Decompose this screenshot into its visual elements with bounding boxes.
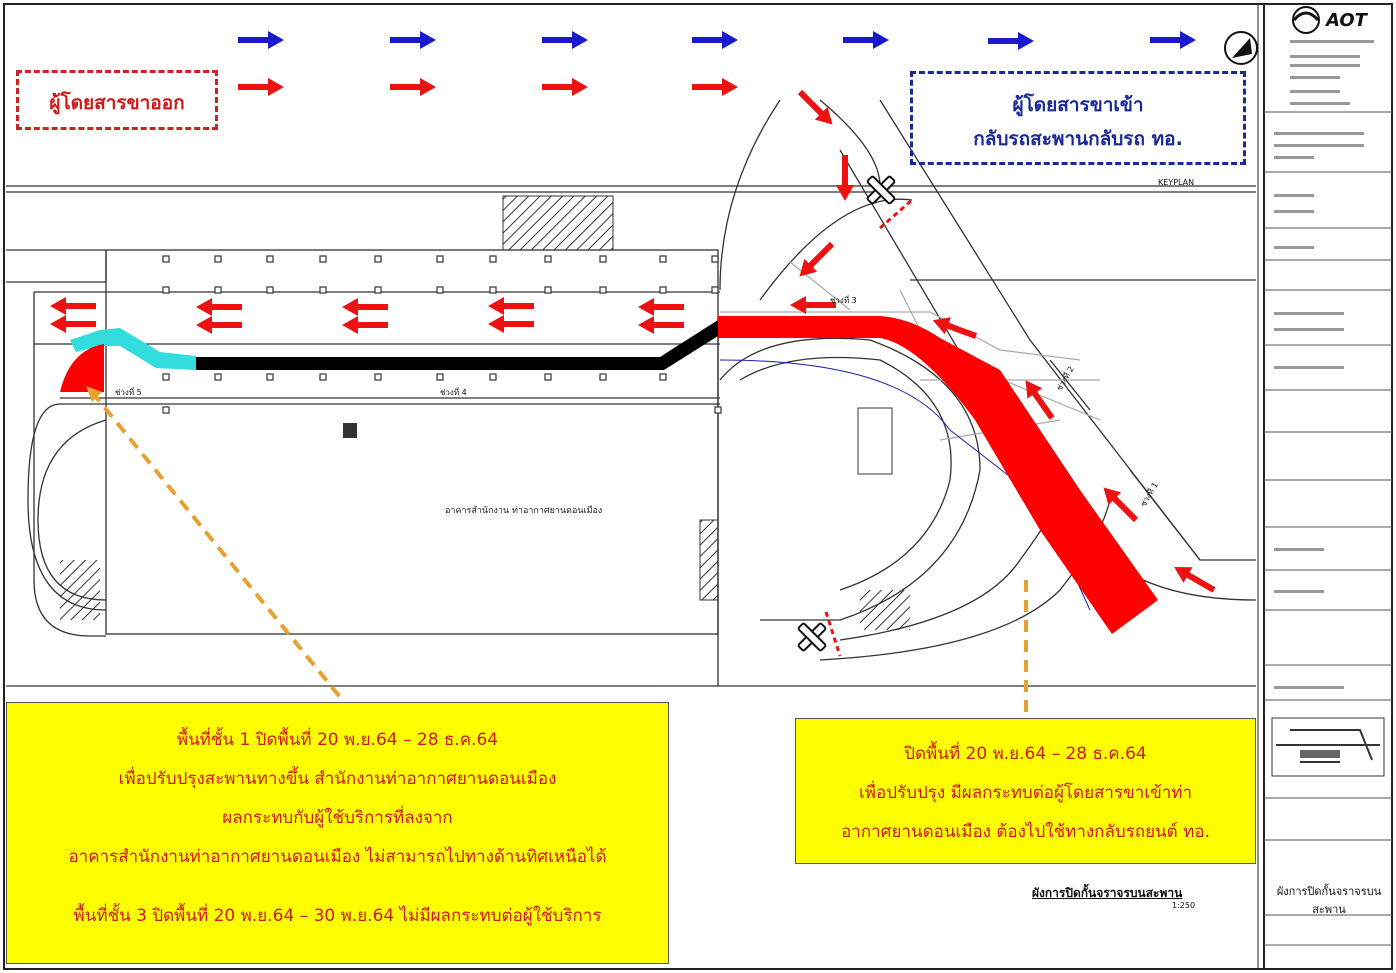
zone-4-label: ช่วงที่ 4: [440, 388, 467, 397]
note-right-line-2: เพื่อปรับปรุง มีผลกระทบต่อผู้โดยสารขาเข้…: [859, 783, 1192, 803]
alignment-line: [719, 359, 1091, 611]
note-right-line-3: อากาศยานดอนเมือง ต้องไปใช้ทางกลับรถยนต์ …: [841, 822, 1210, 842]
note-left-line-4: อาคารสำนักงานท่าอากาศยานดอนเมือง ไม่สามา…: [68, 847, 607, 867]
aot-logo-icon: [1292, 6, 1320, 34]
closure-note-left: พื้นที่ชั้น 1 ปิดพื้นที่ 20 พ.ย.64 – 28 …: [6, 702, 669, 964]
building-label: อาคารสำนักงาน ท่าอากาศยานดอนเมือง: [445, 506, 603, 516]
plan-scale: 1:250: [1172, 901, 1196, 910]
zone4-closure: [196, 320, 718, 370]
arriving-line-2: กลับรถสะพานกลับรถ ทอ.: [973, 128, 1183, 150]
title-block-grid: [1264, 111, 1392, 946]
no-entry-icon: [797, 622, 827, 652]
aot-logo-text: AOT: [1326, 10, 1367, 31]
departing-passengers-label: ผู้โดยสารขาออก: [16, 70, 218, 130]
ramp-closure-red: [718, 316, 1158, 634]
note-left-line-1: พื้นที่ชั้น 1 ปิดพื้นที่ 20 พ.ย.64 – 28 …: [176, 730, 499, 750]
closure-dashes: [824, 198, 913, 657]
title-block-drawing-title: ผังการปิดกั้นจราจรบนสะพาน: [1276, 885, 1382, 916]
keyplan-thumbnail: [1271, 717, 1385, 777]
zone-5-label: ช่วงที่ 5: [115, 388, 142, 397]
flow-arrows-blue: [238, 31, 1196, 50]
zone-3-label: ช่วงที่ 3: [830, 296, 857, 305]
arriving-line-1: ผู้โดยสารขาเข้า: [1012, 94, 1144, 116]
plan-linework: [6, 99, 1257, 687]
flow-arrows-red-top: [238, 78, 738, 96]
note-left-line-5: พื้นที่ชั้น 3 ปิดพื้นที่ 20 พ.ย.64 – 30 …: [73, 906, 602, 926]
arriving-passengers-label: ผู้โดยสารขาเข้า กลับรถสะพานกลับรถ ทอ.: [910, 71, 1246, 165]
note-right-line-1: ปิดพื้นที่ 20 พ.ย.64 – 28 ธ.ค.64: [904, 744, 1147, 764]
zone5-path: [70, 328, 196, 370]
leader-lines: [90, 390, 1028, 718]
plan-title: ผังการปิดกั้นจราจรบนสะพาน: [1032, 886, 1183, 900]
note-left-line-2: เพื่อปรับปรุงสะพานทางขึ้น สำนักงานท่าอาก…: [118, 769, 557, 789]
sheet-border: [3, 3, 1393, 970]
zone5-closure-corner: [60, 344, 104, 392]
no-entry-icon: [866, 175, 896, 205]
note-left-line-3: ผลกระทบกับผู้ใช้บริการที่ลงจาก: [222, 808, 453, 828]
stair-block: [502, 195, 614, 251]
column-markers: [162, 255, 722, 414]
elevator-mark: [343, 423, 357, 438]
closure-note-right: ปิดพื้นที่ 20 พ.ย.64 – 28 ธ.ค.64 เพื่อปร…: [795, 718, 1256, 864]
keyplan-label: KEYPLAN: [1158, 178, 1195, 187]
flow-arrows-red-left: [50, 297, 684, 334]
title-block-text-lines: [1274, 40, 1374, 689]
